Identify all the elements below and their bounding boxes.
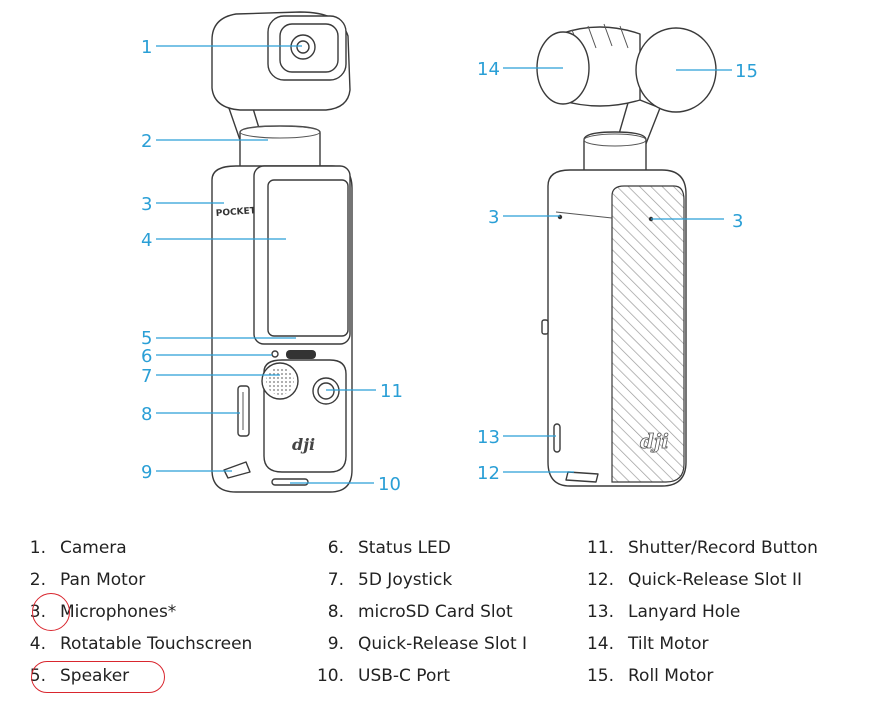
model-text: POCKET 3: [216, 206, 266, 219]
callout-3-back-right: 3: [732, 211, 743, 232]
callout-numbers: 1 2 3 4 5 6 7 8 9 10 11 3 3 12 13 14 15: [141, 37, 758, 495]
legend-item-10: 10.USB-C Port: [316, 666, 451, 686]
callout-3-front: 3: [141, 194, 152, 215]
legend-item-6: 6.Status LED: [327, 538, 451, 558]
legend-item-8: 8.microSD Card Slot: [327, 602, 513, 622]
front-view: POCKET 3 dji: [211, 11, 353, 493]
legend-item-13: 13.Lanyard Hole: [586, 602, 741, 622]
device-diagram: POCKET 3 dji: [141, 11, 758, 495]
callout-4: 4: [141, 230, 152, 251]
legend-item-12: 12.Quick-Release Slot II: [586, 570, 803, 590]
back-view: dji: [536, 23, 717, 487]
callout-10: 10: [378, 474, 401, 495]
callout-3-back-left: 3: [488, 207, 499, 228]
highlight-pill-speaker: [31, 661, 165, 693]
legend-item-9: 9.Quick-Release Slot I: [327, 634, 528, 654]
lanyard-hole: [553, 423, 561, 453]
dji-logo-front: dji: [292, 435, 315, 454]
legend-item-4: 4.Rotatable Touchscreen: [29, 634, 253, 654]
callout-15: 15: [735, 61, 758, 82]
callout-14: 14: [477, 59, 500, 80]
callout-6: 6: [141, 346, 152, 367]
legend-item-15: 15.Roll Motor: [586, 666, 714, 686]
callout-1: 1: [141, 37, 152, 58]
callout-11: 11: [380, 381, 403, 402]
quick-release-slot-2: [565, 471, 599, 483]
callout-2: 2: [141, 131, 152, 152]
callout-leaders: [156, 45, 732, 484]
dji-logo-back: dji: [640, 429, 669, 453]
legend-item-7: 7.5D Joystick: [327, 570, 453, 590]
legend-item-1: 1.Camera: [29, 538, 127, 558]
legend-item-2: 2.Pan Motor: [29, 570, 146, 590]
callout-12: 12: [477, 463, 500, 484]
parts-legend: 1.Camera 2.Pan Motor 3.Microphones* 4.Ro…: [0, 530, 891, 714]
usbc-port: [271, 478, 309, 486]
callout-7: 7: [141, 366, 152, 387]
speaker-grill: [286, 350, 316, 359]
legend-item-11: 11.Shutter/Record Button: [586, 538, 818, 558]
callout-13: 13: [477, 427, 500, 448]
callout-5: 5: [141, 328, 152, 349]
highlight-circle-microphones: [32, 593, 70, 631]
quick-release-slot-1: [223, 461, 251, 479]
status-led: [271, 350, 279, 358]
legend-item-14: 14.Tilt Motor: [586, 634, 709, 654]
callout-9: 9: [141, 462, 152, 483]
callout-8: 8: [141, 404, 152, 425]
